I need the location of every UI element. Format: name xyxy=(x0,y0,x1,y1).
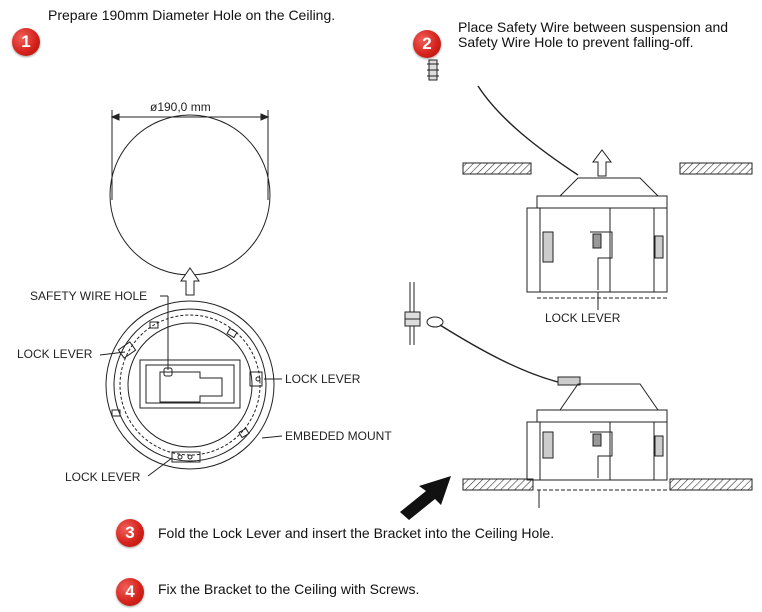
step-2-badge: 2 xyxy=(413,30,441,58)
lock-lever-bottom-label: LOCK LEVER xyxy=(65,470,141,484)
lock-lever-left-label: LOCK LEVER xyxy=(17,347,93,361)
step-3-text: Fold the Lock Lever and insert the Brack… xyxy=(158,525,555,541)
embeded-mount-label: EMBEDED MOUNT xyxy=(285,429,392,443)
step-1-badge: 1 xyxy=(12,28,40,56)
lock-lever-right-label: LOCK LEVER xyxy=(285,372,361,386)
embeded-mount-drawing xyxy=(99,295,283,477)
bracket-insert-drawing xyxy=(404,282,753,508)
step-4-text: Fix the Bracket to the Ceiling with Scre… xyxy=(158,581,420,597)
diameter-label: ø190,0 mm xyxy=(150,100,211,114)
step-4-badge: 4 xyxy=(116,578,144,606)
step-2-text: Place Safety Wire between suspension and… xyxy=(458,19,729,50)
ceiling-hole-drawing xyxy=(109,110,271,296)
step-3-badge: 3 xyxy=(116,519,144,547)
safety-wire-hole-label: SAFETY WIRE HOLE xyxy=(30,289,148,303)
insert-arrow-icon xyxy=(400,476,451,520)
step-1-text: Prepare 190mm Diameter Hole on the Ceili… xyxy=(48,7,336,23)
lock-lever-fig2-label: LOCK LEVER xyxy=(545,311,621,325)
safety-wire-drawing xyxy=(427,59,753,310)
